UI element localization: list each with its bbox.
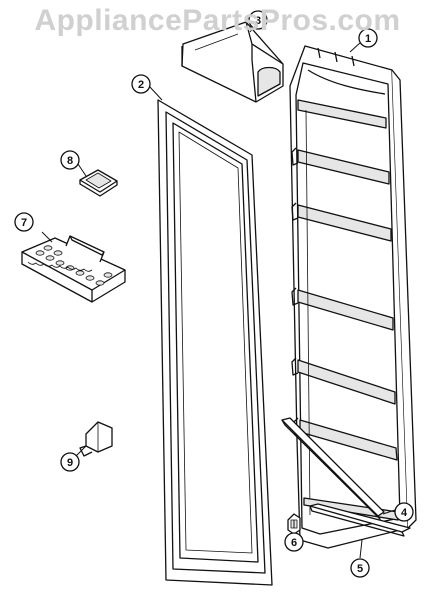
callout-2: 2 [131, 74, 151, 94]
callout-9: 9 [60, 452, 80, 472]
callout-7: 7 [14, 212, 34, 232]
svg-text:8: 8 [67, 155, 73, 167]
svg-text:3: 3 [255, 15, 261, 27]
svg-text:5: 5 [357, 563, 363, 575]
callout-3: 3 [248, 10, 268, 30]
svg-text:1: 1 [365, 33, 371, 45]
svg-text:7: 7 [21, 217, 27, 229]
callout-8: 8 [60, 150, 80, 170]
svg-text:9: 9 [67, 457, 73, 469]
door-liner [289, 45, 417, 549]
svg-text:6: 6 [291, 537, 297, 549]
callout-4: 4 [394, 502, 414, 522]
callout-5: 5 [350, 558, 370, 578]
trim-strip-upper [281, 417, 385, 520]
egg-tray [21, 235, 126, 303]
small-tray [79, 169, 118, 197]
trim-strip-lower [309, 503, 411, 537]
callout-6: 6 [284, 532, 304, 552]
door-gasket [157, 99, 273, 586]
watermark-text: AppliancePartsPros.com [34, 4, 401, 37]
svg-text:2: 2 [138, 79, 144, 91]
callout-1: 1 [358, 28, 378, 48]
dairy-compartment [181, 21, 284, 103]
svg-text:4: 4 [401, 507, 408, 519]
